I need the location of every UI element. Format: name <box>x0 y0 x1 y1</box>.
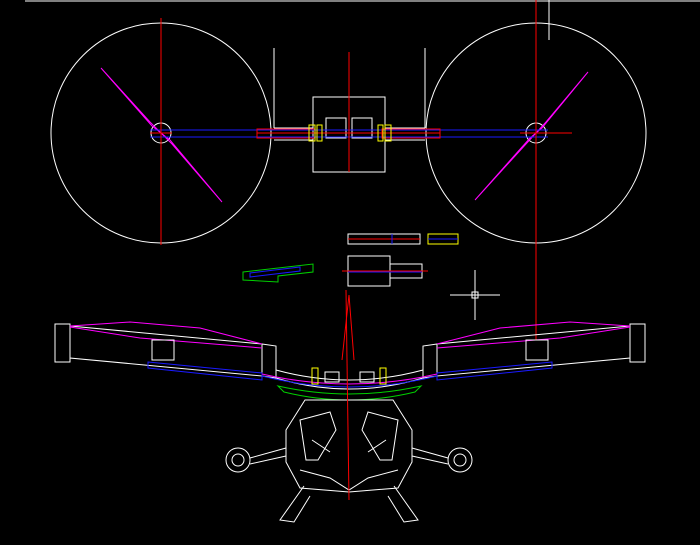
centerline-front-a <box>345 289 350 501</box>
centerline-front-b <box>348 294 355 361</box>
detail-part-b[interactable] <box>427 233 459 245</box>
centerline-front-c <box>341 294 350 361</box>
crosshair-cursor-icon <box>450 270 500 320</box>
detail-part-d[interactable] <box>242 263 314 283</box>
wing-right[interactable] <box>422 321 646 381</box>
top-view <box>50 0 647 340</box>
rotor-blade-left <box>100 67 223 203</box>
center-linkage[interactable] <box>261 367 438 401</box>
landing-legs[interactable] <box>225 447 473 523</box>
detail-part-a[interactable] <box>347 233 421 245</box>
front-view <box>54 289 646 523</box>
rotor-blade-right <box>474 71 589 201</box>
wing-left[interactable] <box>54 321 277 381</box>
detail-part-c[interactable] <box>342 255 428 287</box>
